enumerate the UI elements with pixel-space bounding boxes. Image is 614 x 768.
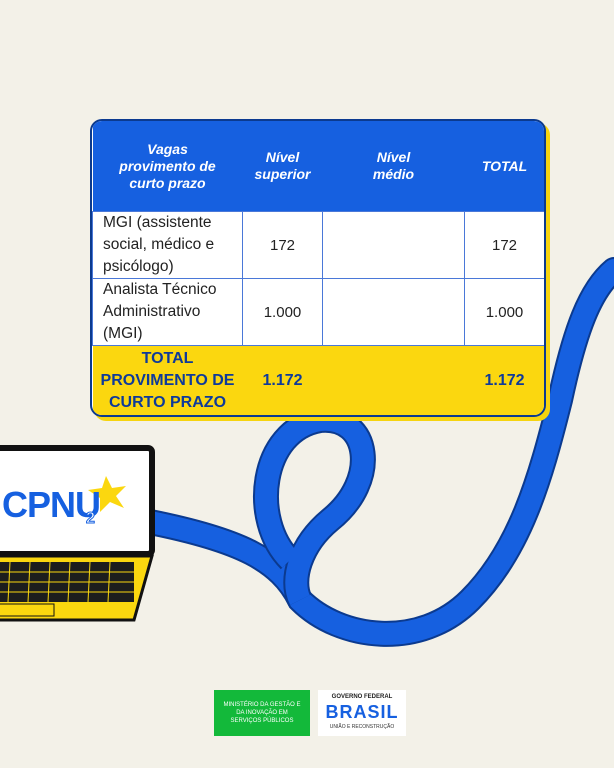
governo-text: GOVERNO FEDERAL (331, 694, 393, 700)
ministerio-text: MINISTÉRIO DA GESTÃO E DA INOVAÇÃO EM SE… (223, 702, 301, 724)
header-nivel-superior: Nível superior (242, 121, 323, 212)
total-medio (322, 345, 465, 415)
governo-federal-logo: GOVERNO FEDERAL BRASIL UNIÃO E RECONSTRU… (318, 690, 406, 736)
row-medio (322, 278, 465, 346)
ministerio-logo: MINISTÉRIO DA GESTÃO E DA INOVAÇÃO EM SE… (214, 690, 310, 736)
total-label: TOTAL PROVIMENTO DE CURTO PRAZO (92, 345, 243, 415)
table-row: MGI (assistente social, médico e psicólo… (92, 211, 544, 279)
cpnu-logo: CPNU2 (2, 484, 108, 530)
total-superior: 1.172 (242, 345, 323, 415)
row-superior: 172 (242, 211, 323, 279)
header-vagas: Vagas provimento de curto prazo (92, 121, 243, 212)
laptop-illustration (0, 445, 155, 622)
row-total: 1.000 (464, 278, 544, 346)
header-total: TOTAL (464, 121, 544, 212)
cpnu-brand: CPNU (2, 484, 101, 525)
row-total: 172 (464, 211, 544, 279)
table-row: Analista Técnico Administrativo (MGI) 1.… (92, 278, 544, 346)
star-badge-icon (88, 476, 126, 512)
slogan-text: UNIÃO E RECONSTRUÇÃO (329, 724, 395, 730)
row-label: MGI (assistente social, médico e psicólo… (92, 211, 243, 279)
row-medio (322, 211, 465, 279)
vacancies-table-card: Vagas provimento de curto prazo Nível su… (90, 119, 546, 417)
total-row: TOTAL PROVIMENTO DE CURTO PRAZO 1.172 1.… (92, 345, 544, 415)
total-total: 1.172 (464, 345, 544, 415)
row-superior: 1.000 (242, 278, 323, 346)
row-label: Analista Técnico Administrativo (MGI) (92, 278, 243, 346)
brasil-wordmark: BRASIL (325, 702, 399, 722)
vacancies-table: Vagas provimento de curto prazo Nível su… (92, 121, 544, 415)
cpnu-badge: 2 (86, 510, 96, 528)
header-nivel-medio: Nível médio (322, 121, 465, 212)
